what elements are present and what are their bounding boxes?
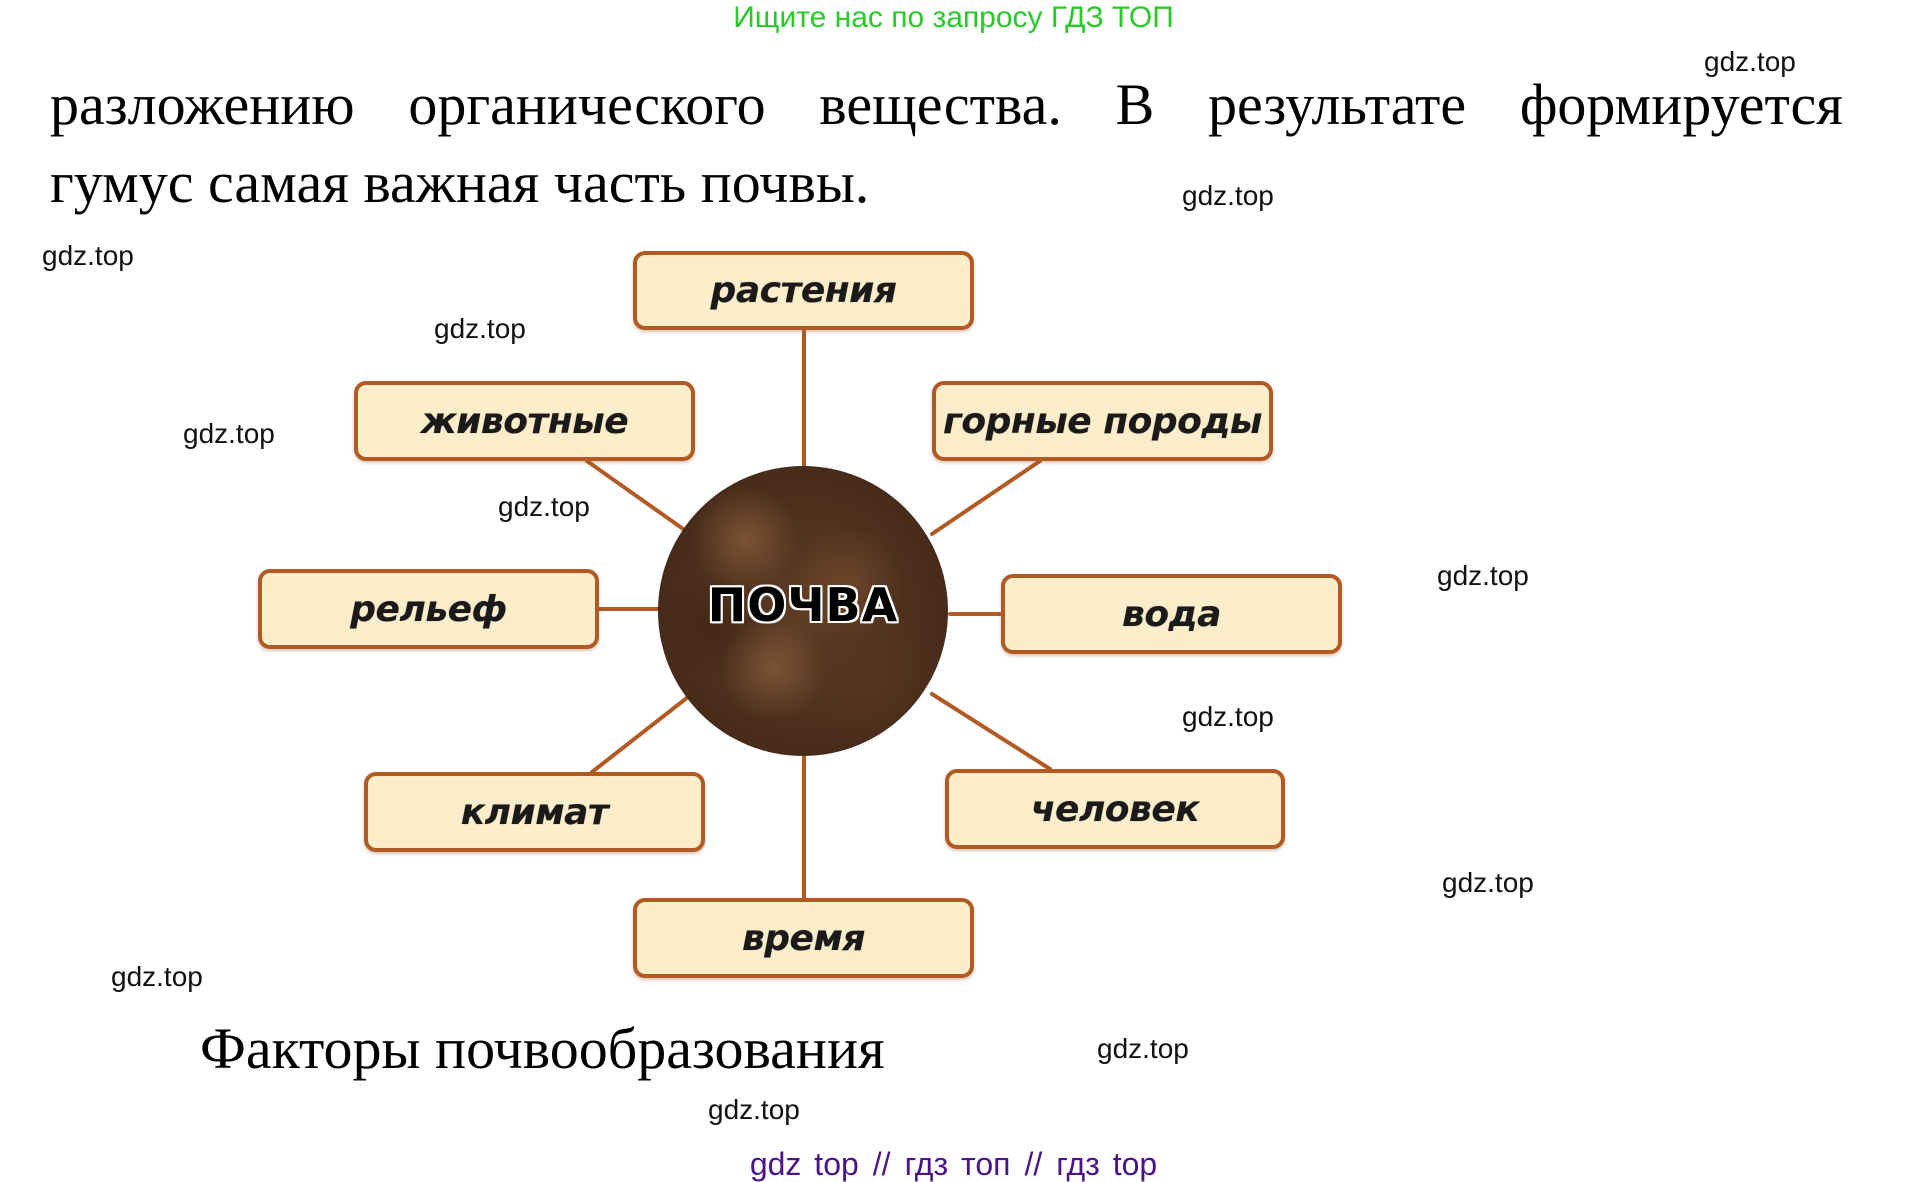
paragraph-line-1: разложению органического вещества. В рез… (50, 72, 1843, 138)
watermark: gdz.top (1437, 560, 1529, 591)
word: формируется (1519, 72, 1843, 137)
factor-label: время (741, 917, 866, 959)
factor-time: время (633, 898, 974, 978)
watermark: gdz.top (1182, 180, 1274, 211)
factor-label: человек (1030, 788, 1200, 830)
watermark: gdz.top (1182, 701, 1274, 732)
factor-label: вода (1122, 593, 1221, 635)
watermark: gdz.top (708, 1094, 800, 1125)
footer-link-gdz-top-mixed[interactable]: гдз top (1056, 1146, 1158, 1182)
separator: // (872, 1146, 891, 1182)
diagram-caption: Факторы почвообразования (200, 1016, 885, 1081)
word: вещества. (819, 72, 1062, 137)
watermark: gdz.top (111, 961, 203, 992)
word: органического (408, 72, 766, 137)
factor-label: растения (710, 270, 897, 311)
watermark: gdz.top (183, 418, 275, 449)
separator: // (1024, 1146, 1043, 1182)
watermark: gdz.top (434, 313, 526, 344)
search-hint-link[interactable]: Ищите нас по запросу ГДЗ ТОП (733, 1, 1174, 34)
watermark: gdz.top (1097, 1033, 1189, 1064)
soil-center-node: ПОЧВА (658, 466, 948, 756)
word: разложению (50, 72, 355, 137)
factor-water: вода (1001, 574, 1342, 654)
factor-relief: рельеф (258, 569, 599, 649)
watermark: gdz.top (42, 240, 134, 271)
factor-animals: животные (354, 381, 695, 461)
word: результате (1207, 72, 1467, 137)
factor-plants: растения (633, 251, 974, 330)
footer-link-gdz-top[interactable]: gdz top (749, 1146, 859, 1182)
soil-label: ПОЧВА (707, 578, 899, 632)
watermark: gdz.top (498, 491, 590, 522)
factor-human: человек (945, 769, 1285, 849)
factor-label: горные породы (943, 400, 1262, 442)
factor-label: климат (460, 791, 609, 833)
paragraph-line-2: гумус самая важная часть почвы. (50, 150, 870, 215)
word: В (1115, 72, 1155, 137)
factor-climate: климат (364, 772, 705, 852)
factor-rocks: горные породы (932, 381, 1273, 461)
factor-label: животные (420, 400, 629, 442)
watermark: gdz.top (1704, 46, 1796, 77)
watermark: gdz.top (1442, 867, 1534, 898)
footer-link-gdz-top-ru[interactable]: гдз топ (904, 1146, 1011, 1182)
factor-label: рельеф (350, 588, 507, 630)
footer-links: gdz top // гдз топ // гдз top (0, 1146, 1907, 1182)
